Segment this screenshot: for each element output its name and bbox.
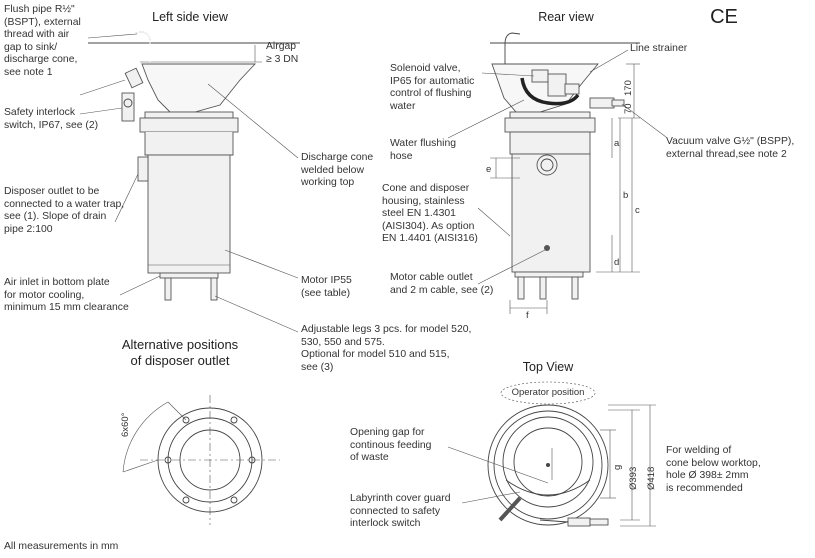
dim-170: 170	[623, 80, 634, 96]
housing-upper	[144, 132, 234, 156]
motor-cable-label: Motor cable outlet and 2 m cable, see (2…	[390, 272, 494, 296]
alternative-positions-title: Alternative positions of disposer outlet	[121, 337, 239, 368]
top-interlock-arm	[498, 496, 522, 522]
opening-gap-label: Opening gap for continous feeding of was…	[350, 427, 432, 464]
dim-angle: 6x60°	[120, 412, 131, 437]
top-view-drawing	[447, 381, 656, 527]
disposer-outlet	[137, 156, 149, 182]
motor-body	[147, 154, 231, 274]
cone-housing-label: Cone and disposer housing, stainless ste…	[382, 183, 478, 245]
rear-view-title: Rear view	[538, 10, 594, 24]
dim-e: e	[486, 164, 492, 175]
solenoid-body	[547, 73, 567, 97]
leg-left	[164, 277, 172, 301]
discharge-cone-label: Discharge cone welded below working top	[301, 152, 374, 189]
bottom-plate	[159, 272, 219, 279]
top-outer-ring	[487, 404, 609, 526]
rear-leg-right	[571, 276, 579, 300]
rear-leg-left	[517, 276, 525, 300]
dim-dia393: Ø393	[628, 466, 639, 490]
adjustable-legs-label: Adjustable legs 3 pcs. for model 520, 53…	[301, 324, 472, 373]
operator-position-label: Operator position	[511, 387, 585, 398]
airgap-label: Airgap ≥ 3 DN	[266, 41, 299, 65]
flushing-hose	[520, 77, 580, 106]
dim-dia418: Ø418	[646, 466, 657, 490]
line-strainer-label: Line strainer	[630, 43, 688, 54]
dim-a: a	[614, 138, 620, 149]
for-welding-label: For welding of cone below worktop, hole …	[666, 445, 761, 494]
rear-cone	[491, 63, 599, 113]
dim-c: c	[635, 205, 640, 216]
air-inlet-label: Air inlet in bottom plate for motor cool…	[4, 277, 129, 314]
labyrinth-cover-label: Labyrinth cover guard connected to safet…	[350, 493, 451, 530]
angle-arc	[122, 401, 169, 473]
ce-mark: CE	[710, 6, 738, 28]
vacuum-valve-label: Vacuum valve G½" (BSPP), external thread…	[666, 136, 795, 160]
alternative-positions-drawing	[122, 395, 280, 525]
discharge-cone	[141, 63, 257, 113]
dim-g: g	[612, 464, 623, 470]
housing-collar	[139, 117, 239, 133]
safety-interlock-label: Safety interlock switch, IP67, see (2)	[4, 107, 99, 131]
motor-cable-outlet	[544, 245, 550, 251]
flush-pipe	[134, 31, 151, 62]
top-valve	[567, 517, 591, 527]
housing-rim	[144, 111, 234, 119]
left-side-view-drawing	[79, 31, 300, 333]
rear-view-drawing	[447, 32, 667, 314]
operator-position-ellipse	[500, 381, 596, 405]
interlock-switch	[124, 67, 144, 89]
rear-leg-mid	[539, 276, 547, 300]
flush-pipe-label: Flush pipe R½" (BSPT), external thread w…	[4, 4, 81, 78]
solenoid-valve-label: Solenoid valve, IP65 for automatic contr…	[390, 63, 475, 112]
water-flushing-hose-label: Water flushing hose	[390, 138, 457, 162]
motor-ip55-label: Motor IP55 (see table)	[301, 275, 352, 299]
all-measurements-label: All measurements in mm	[4, 541, 119, 552]
left-side-view-title: Left side view	[152, 10, 228, 24]
leg-right	[210, 277, 218, 301]
dim-b: b	[623, 190, 629, 201]
disposer-outlet-label: Disposer outlet to be connected to a wat…	[4, 186, 125, 235]
rear-outlet	[536, 154, 558, 176]
solenoid-valve	[531, 69, 549, 83]
top-view-title: Top View	[522, 360, 574, 374]
dim-d: d	[614, 257, 620, 268]
dim-f: f	[526, 310, 529, 321]
top-inner-ring	[513, 427, 583, 497]
rear-flush-pipe	[504, 32, 521, 64]
vacuum-valve	[589, 97, 615, 109]
rear-housing-collar	[504, 117, 596, 133]
connector-ring	[123, 98, 133, 108]
dim-70: 70	[623, 103, 634, 114]
